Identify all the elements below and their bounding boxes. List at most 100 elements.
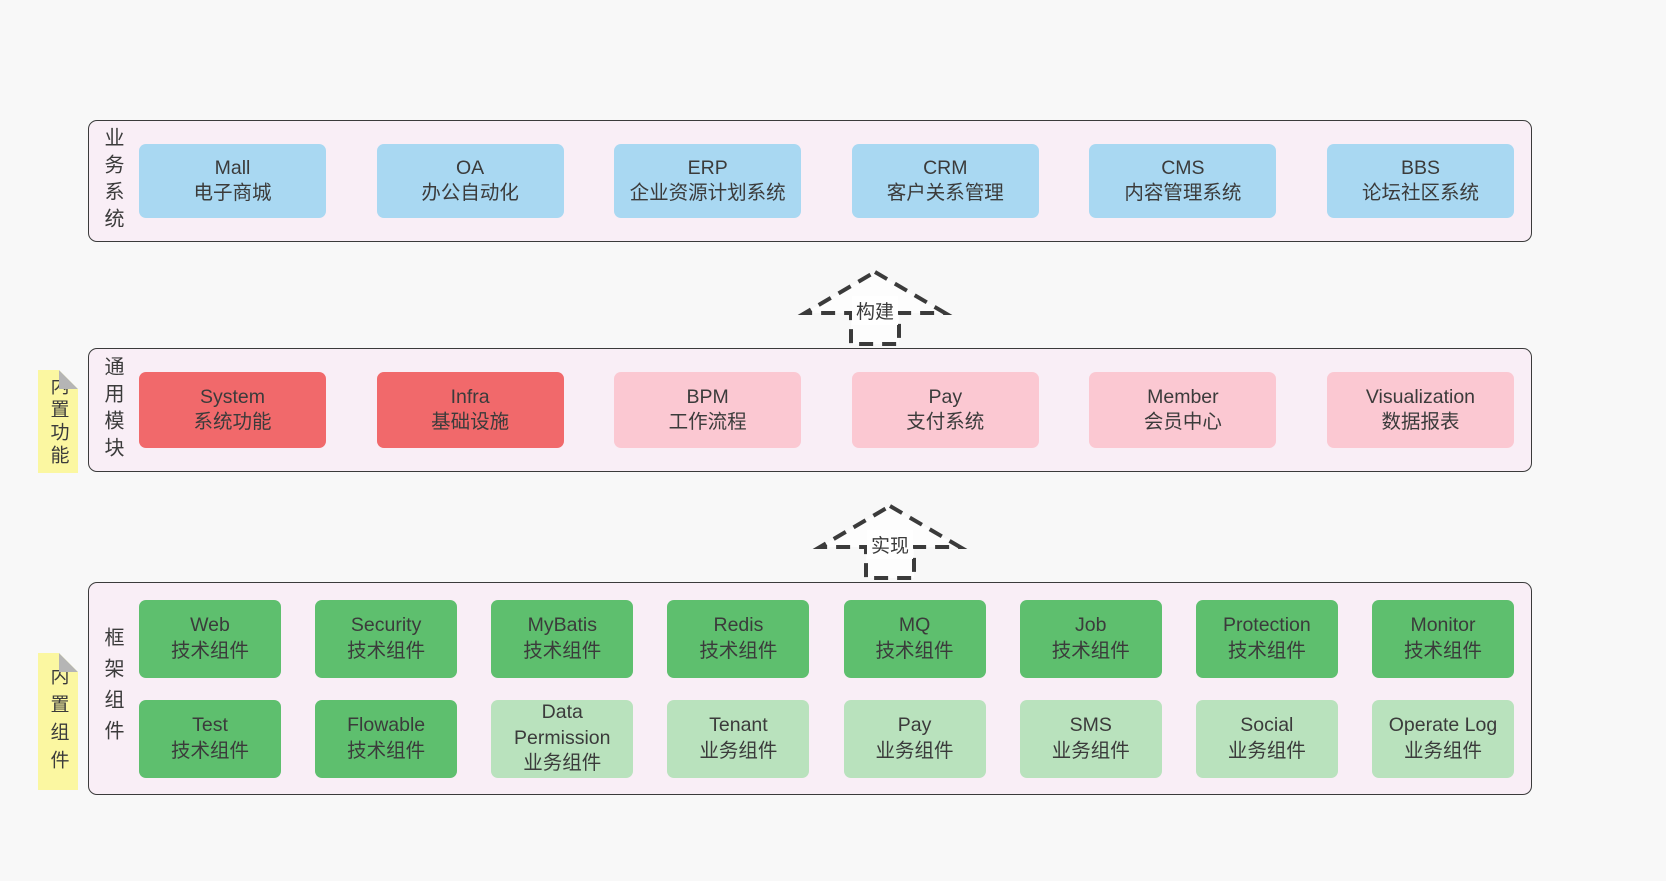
note-fold-corner-icon: [59, 370, 78, 389]
box-title: BPM: [686, 385, 729, 408]
box-title: Security: [350, 614, 422, 637]
box-title: Member: [1147, 385, 1219, 408]
box-subtitle: 支付系统: [906, 411, 985, 433]
box-mall: Mall 电子商城: [139, 144, 326, 218]
box-subtitle: 论坛社区系统: [1361, 182, 1479, 204]
box-subtitle: 技术组件: [699, 639, 778, 662]
box-title: CMS: [1161, 156, 1205, 179]
box-subtitle: 会员中心: [1143, 411, 1222, 433]
box-title: Test: [192, 714, 228, 737]
box-subtitle: 业务组件: [1051, 739, 1130, 762]
build-arrow: 构建: [797, 268, 953, 346]
box-title: Redis: [713, 614, 764, 637]
box-title: Data Permission: [514, 701, 611, 749]
sticky-note-label: 内置组件: [47, 665, 69, 778]
box-subtitle: 客户关系管理: [886, 182, 1004, 204]
box-subtitle: 业务组件: [1403, 739, 1482, 762]
box-subtitle: 内容管理系统: [1124, 182, 1242, 204]
sticky-note-built-in-components: 内置组件: [38, 653, 78, 790]
box-subtitle: 技术组件: [523, 639, 602, 662]
box-subtitle: 技术组件: [1227, 639, 1306, 662]
box-cms: CMS 内容管理系统: [1089, 144, 1277, 218]
box-title: Flowable: [347, 714, 426, 737]
implement-arrow: 实现: [812, 502, 968, 580]
box-title: BBS: [1400, 156, 1440, 179]
box-subtitle: 业务组件: [1227, 739, 1306, 762]
box-title: Mall: [214, 156, 251, 179]
sticky-note-built-in-features: 内置功能: [38, 370, 78, 473]
box-title: Social: [1240, 714, 1294, 737]
box-subtitle: 系统功能: [193, 411, 272, 433]
box-title: MQ: [898, 614, 931, 637]
sticky-note-label: 内置功能: [47, 375, 69, 468]
box-title: SMS: [1069, 714, 1112, 737]
arrow-label: 构建: [851, 296, 899, 325]
section-label: 通用模块: [101, 356, 123, 464]
box-title: Monitor: [1410, 614, 1476, 637]
box-title: Visualization: [1365, 385, 1476, 408]
box-title: Operate Log: [1388, 714, 1498, 737]
box-title: CRM: [923, 156, 968, 179]
box-title: Infra: [450, 385, 490, 408]
box-subtitle: 技术组件: [347, 639, 426, 662]
box-title: ERP: [687, 156, 728, 179]
box-title: Web: [190, 614, 230, 637]
box-subtitle: 基础设施: [431, 411, 510, 433]
box-crm: CRM 客户关系管理: [851, 144, 1039, 218]
box-bbs: BBS 论坛社区系统: [1326, 144, 1514, 218]
box-subtitle: 企业资源计划系统: [629, 182, 786, 204]
box-title: OA: [456, 156, 485, 179]
box-subtitle: 技术组件: [347, 739, 426, 762]
section-label: 业务系统: [101, 127, 123, 235]
box-system: System 系统功能: [139, 372, 326, 448]
box-infra: Infra 基础设施: [376, 372, 564, 448]
arrow-label: 实现: [866, 530, 914, 559]
box-subtitle: 技术组件: [1051, 639, 1130, 662]
box-subtitle: 技术组件: [170, 639, 249, 662]
box-title: Job: [1074, 614, 1107, 637]
box-title: Protection: [1222, 614, 1311, 637]
box-title: Tenant: [709, 714, 768, 737]
box-member: Member 会员中心: [1089, 372, 1277, 448]
box-subtitle: 技术组件: [1403, 639, 1482, 662]
box-subtitle: 电子商城: [193, 182, 272, 204]
section-label: 框架组件: [101, 626, 123, 751]
box-subtitle: 技术组件: [170, 739, 249, 762]
box-title: MyBatis: [527, 614, 597, 637]
box-title: System: [199, 385, 265, 408]
box-subtitle: 技术组件: [875, 639, 954, 662]
box-subtitle: 业务组件: [699, 739, 778, 762]
box-erp: ERP 企业资源计划系统: [614, 144, 802, 218]
box-title: Pay: [897, 714, 932, 737]
